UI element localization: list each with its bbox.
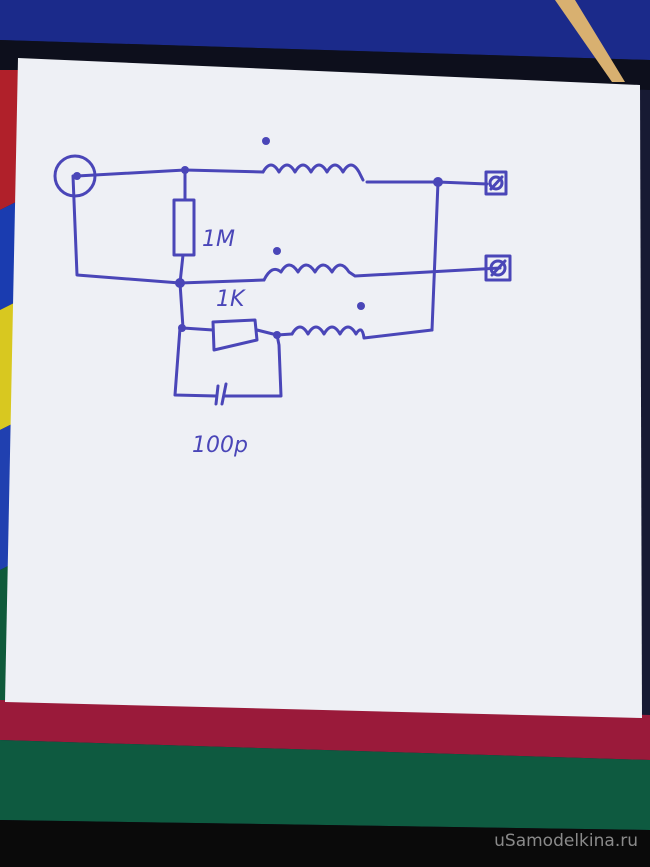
resistor-1K-label: 1K	[216, 287, 246, 312]
inductor-1	[261, 163, 365, 182]
watermark: uSamodelkina.ru	[494, 831, 638, 851]
capacitor-label: 100p	[192, 433, 248, 458]
resistor-1M-label: 1M	[202, 227, 235, 252]
winding-dot-3	[357, 302, 365, 310]
winding-dot-1	[262, 137, 270, 145]
output-terminal-1	[484, 170, 508, 196]
winding-dot-2	[273, 247, 281, 255]
wire-right	[430, 180, 440, 332]
wire-left	[71, 174, 266, 285]
junction-dots	[175, 166, 443, 339]
resistor-1K	[211, 318, 259, 352]
circuit-diagram: 1M 1K 100p	[53, 137, 512, 458]
capacitor-100p	[214, 382, 228, 406]
paper-sheet	[5, 58, 642, 718]
inductor-2	[262, 263, 502, 282]
output-terminal-2	[484, 254, 512, 282]
inductor-3	[290, 325, 434, 340]
